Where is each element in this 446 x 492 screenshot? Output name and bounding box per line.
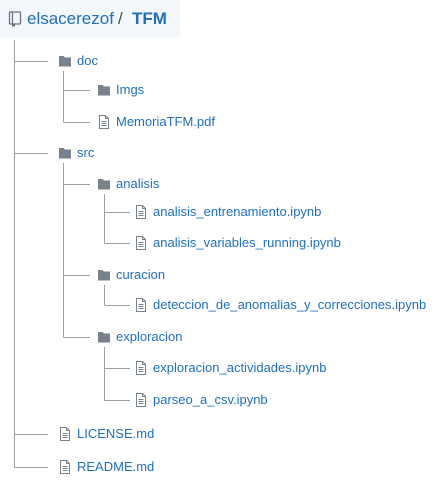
file-label: README.md [77, 459, 155, 474]
tree-file-license[interactable]: LICENSE.md [58, 424, 154, 444]
folder-icon [59, 56, 71, 67]
file-icon [60, 427, 70, 441]
file-icon [136, 205, 146, 219]
file-icon [136, 393, 146, 407]
repo-name-link[interactable]: TFM [132, 9, 167, 28]
tree-folder-analisis[interactable]: analisis [97, 174, 159, 194]
tree-file-exploracion-actividades[interactable]: exploracion_actividades.ipynb [134, 358, 326, 378]
file-label: deteccion_de_anomalias_y_correcciones.ip… [153, 297, 427, 312]
repo-icon [8, 11, 22, 27]
tree-file-analisis-variables[interactable]: analisis_variables_running.ipynb [134, 233, 341, 253]
file-label: analisis_variables_running.ipynb [153, 235, 341, 250]
folder-icon [98, 85, 110, 96]
folder-label: doc [77, 53, 98, 68]
tree-folder-imgs[interactable]: Imgs [97, 80, 144, 100]
folder-label: exploracion [116, 329, 183, 344]
tree-folder-exploracion[interactable]: exploracion [97, 327, 183, 347]
breadcrumb: elsacerezof / TFM [0, 0, 180, 38]
folder-icon [59, 148, 71, 159]
file-icon [136, 298, 146, 312]
file-icon [136, 361, 146, 375]
repo-owner-link[interactable]: elsacerezof [27, 9, 114, 28]
file-icon [136, 236, 146, 250]
file-icon [60, 460, 70, 474]
tree-file-analisis-entrenamiento[interactable]: analisis_entrenamiento.ipynb [134, 202, 321, 222]
file-label: LICENSE.md [77, 426, 155, 441]
tree-file-memoria[interactable]: MemoriaTFM.pdf [97, 112, 215, 132]
tree-folder-curacion[interactable]: curacion [97, 265, 165, 285]
file-label: exploracion_actividades.ipynb [153, 360, 327, 375]
breadcrumb-separator: / [118, 9, 123, 28]
tree-file-deteccion[interactable]: deteccion_de_anomalias_y_correcciones.ip… [134, 295, 426, 315]
file-label: MemoriaTFM.pdf [116, 114, 215, 129]
file-icon [99, 115, 109, 129]
folder-label: curacion [116, 267, 166, 282]
file-label: analisis_entrenamiento.ipynb [153, 204, 322, 219]
folder-icon [98, 179, 110, 190]
tree-folder-src[interactable]: src [58, 143, 94, 163]
folder-label: Imgs [116, 82, 145, 97]
file-label: parseo_a_csv.ipynb [153, 392, 268, 407]
tree-file-parseo[interactable]: parseo_a_csv.ipynb [134, 390, 268, 410]
folder-label: src [77, 145, 95, 160]
folder-icon [98, 332, 110, 343]
folder-icon [98, 270, 110, 281]
folder-label: analisis [116, 176, 160, 191]
tree-folder-doc[interactable]: doc [58, 51, 98, 71]
tree-file-readme[interactable]: README.md [58, 457, 154, 477]
